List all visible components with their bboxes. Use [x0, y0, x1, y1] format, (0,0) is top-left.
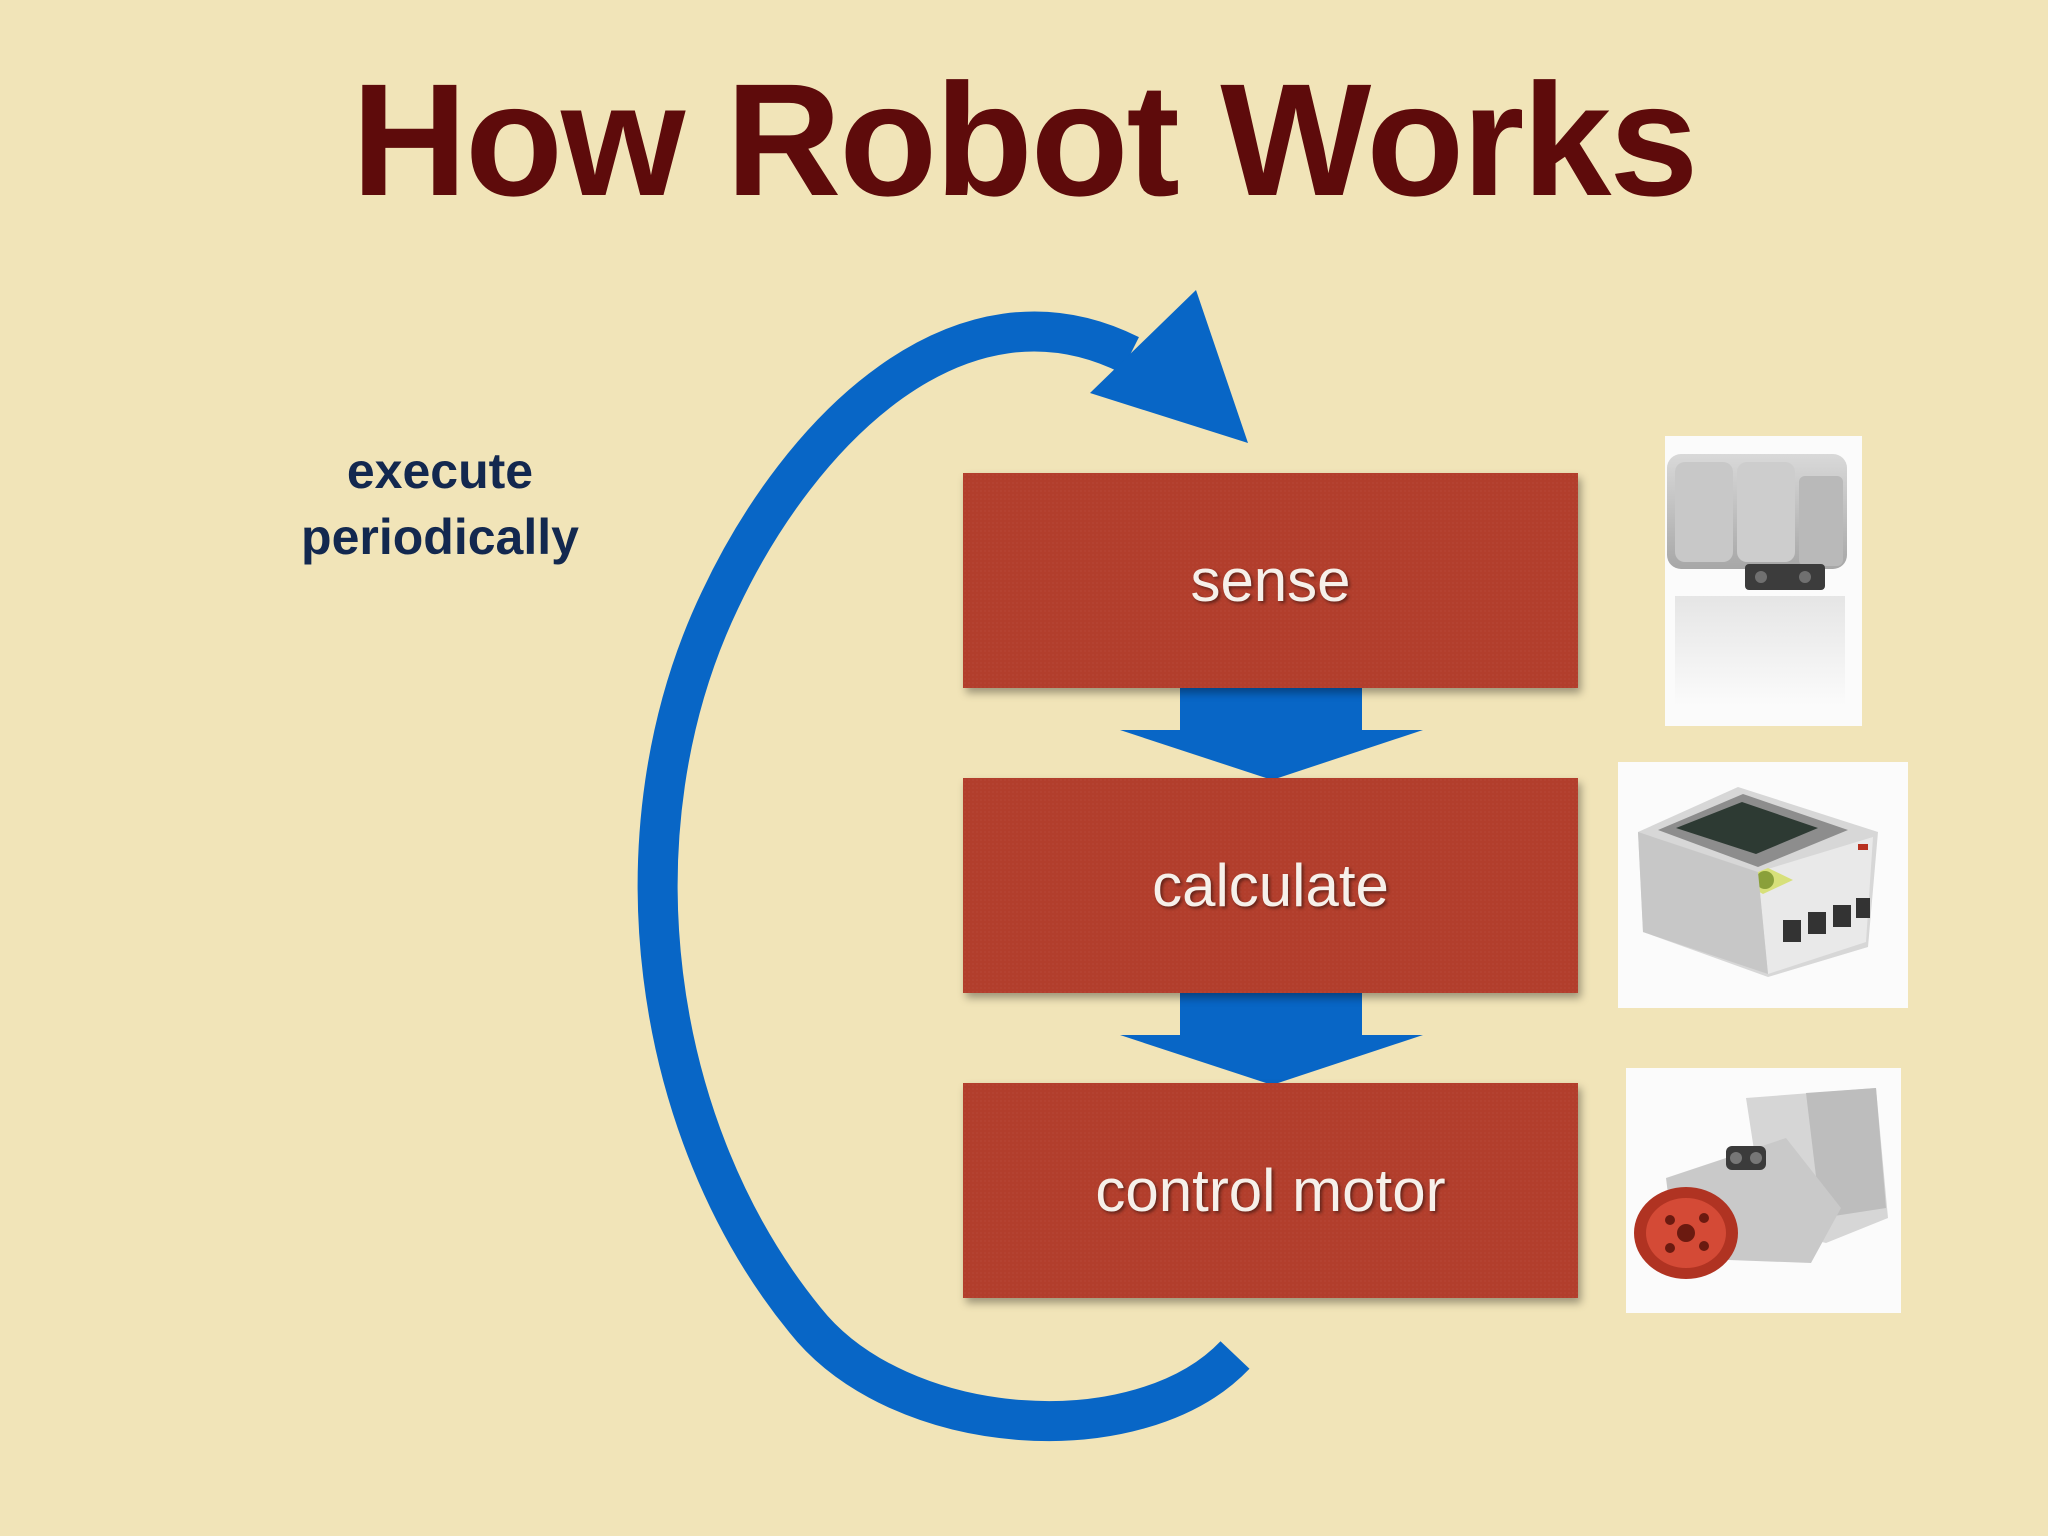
- step-calculate: calculate: [963, 778, 1578, 993]
- step-calculate-label: calculate: [1152, 852, 1389, 919]
- slide-title: How Robot Works: [351, 50, 1699, 229]
- loop-label-line1: execute: [346, 443, 534, 499]
- loop-label: execute periodically: [240, 438, 640, 570]
- step-control-motor: control motor: [963, 1083, 1578, 1298]
- loop-arrow-head: [1090, 290, 1248, 443]
- ultrasonic-sensor-image: [1665, 436, 1862, 726]
- step-control-motor-label: control motor: [1095, 1157, 1446, 1224]
- down-arrow-1: [1120, 686, 1423, 780]
- step-sense: sense: [963, 473, 1578, 688]
- loop-arrow: [637, 311, 1250, 1441]
- loop-label-line2: periodically: [301, 509, 579, 565]
- step-sense-label: sense: [1190, 547, 1351, 614]
- large-motor-image: [1626, 1068, 1901, 1313]
- down-arrow-2: [1120, 991, 1423, 1085]
- ev3-brick-image: [1618, 762, 1908, 1008]
